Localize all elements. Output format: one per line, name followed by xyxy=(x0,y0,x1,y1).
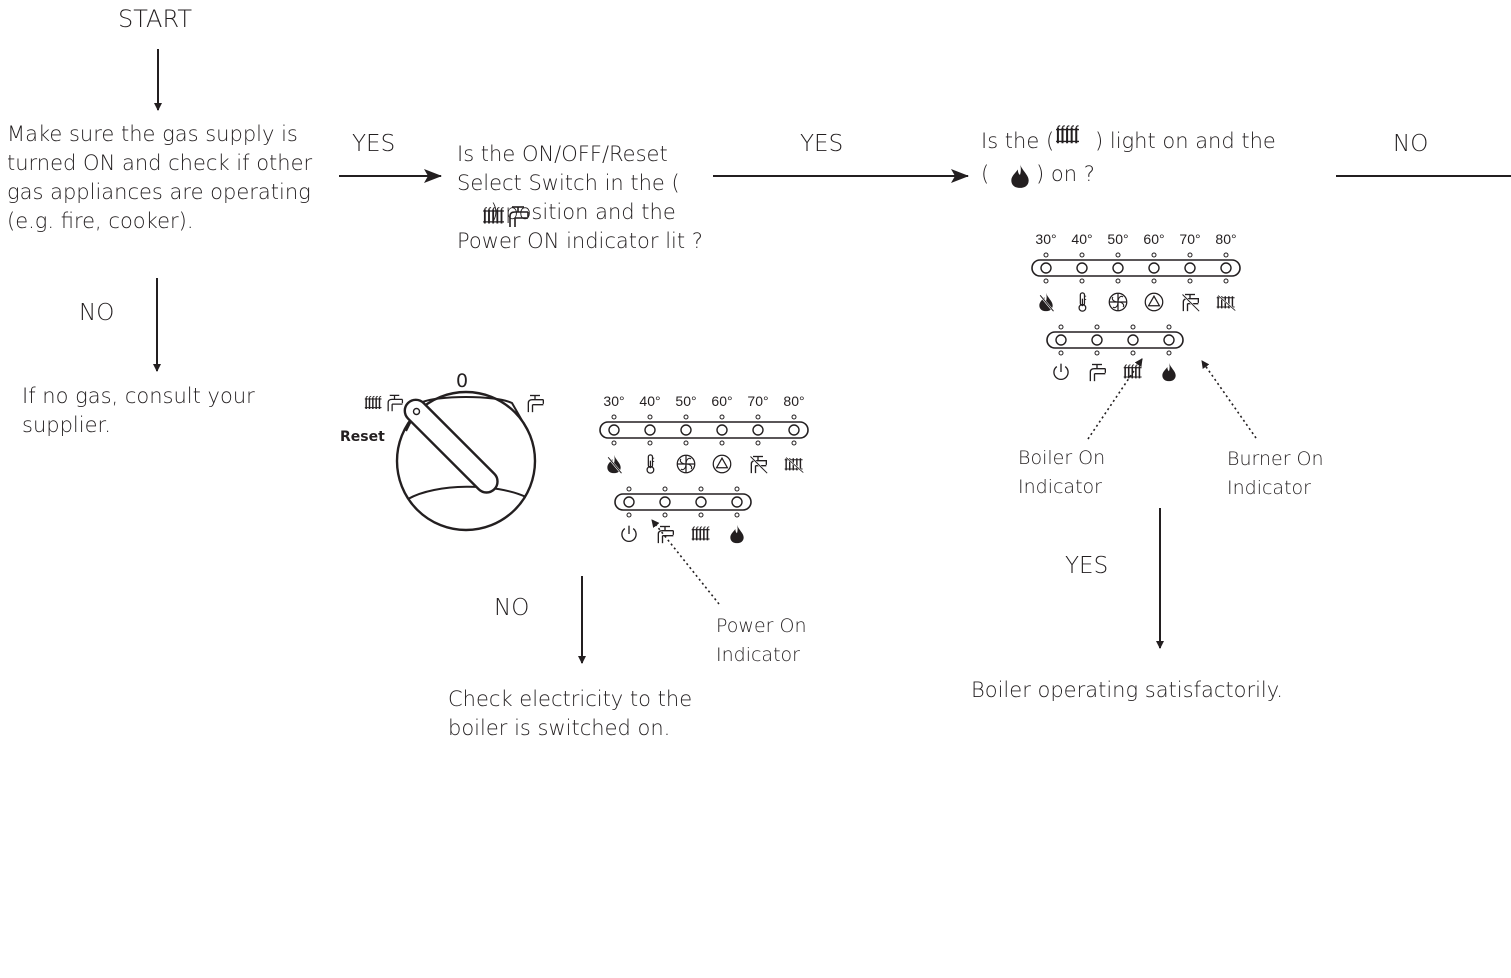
panel-right-temp-label-1: 40° xyxy=(1071,231,1092,247)
panel-center-upper-led-3 xyxy=(716,424,728,436)
callout-burner-on: Burner On Indicator xyxy=(1227,448,1324,499)
panel-right-lower-led-1 xyxy=(1091,334,1103,346)
step3-text-a: Is the ( xyxy=(981,129,1055,153)
panel-right-fan-icon xyxy=(1108,292,1128,312)
panel-center-flame-icon xyxy=(730,524,744,544)
panel-center-tap-crossed-icon xyxy=(748,454,768,474)
panel-right-upper-led-1 xyxy=(1076,262,1088,274)
callout-line-burner xyxy=(1201,360,1257,439)
panel-center-tap-icon xyxy=(657,525,674,544)
panel-center-lower-led-3 xyxy=(731,496,743,508)
flame-inline-icon-step3 xyxy=(1011,164,1029,188)
panel-right-power-icon xyxy=(1053,362,1069,381)
switch-tap-icon-right xyxy=(527,394,544,413)
panel-right-tap-crossed-icon xyxy=(1180,292,1200,312)
step3-text-d: ) on ? xyxy=(1036,162,1095,186)
panel-center-pump-icon xyxy=(712,454,732,474)
step1-text: Make sure the gas supply is turned ON an… xyxy=(7,122,313,233)
panel-center-upper-led-4 xyxy=(752,424,764,436)
panel-right-upper-led-bar xyxy=(1031,259,1241,277)
panel-center-flame-crossed-icon xyxy=(606,454,623,474)
panel-right-temp-label-0: 30° xyxy=(1035,231,1056,247)
panel-right-flame-icon xyxy=(1162,362,1176,382)
switch-tap-icon-left xyxy=(387,394,404,412)
callout-line-boiler xyxy=(1087,358,1143,440)
panel-center-radiator-icon xyxy=(691,525,711,542)
panel-center-upper-led-0 xyxy=(608,424,620,436)
panel-center-temp-label-5: 80° xyxy=(783,393,804,409)
panel-center-radiator-crossed-icon xyxy=(784,455,804,474)
panel-center-upper-led-5 xyxy=(788,424,800,436)
panel-center-temp-label-3: 60° xyxy=(711,393,732,409)
panel-right-lower-led-2 xyxy=(1127,334,1139,346)
step3-text-b: ) light on and the xyxy=(1095,129,1276,153)
step2-no-result: Check electricity to the boiler is switc… xyxy=(448,687,693,740)
step1-yes-label: YES xyxy=(352,131,396,157)
callout-power-on: Power On Indicator xyxy=(716,615,807,666)
panel-right-temp-label-4: 70° xyxy=(1179,231,1200,247)
panel-right-thermometer-icon xyxy=(1078,292,1087,312)
panel-center-temp-label-4: 70° xyxy=(747,393,768,409)
panel-right-pump-icon xyxy=(1144,292,1164,312)
panel-center-upper-led-1 xyxy=(644,424,656,436)
panel-center-lower-led-1 xyxy=(659,496,671,508)
indicator-panel-center: 30° 40° 50° 60° 70° 80° xyxy=(599,393,809,544)
panel-center-thermometer-icon xyxy=(646,454,655,474)
callout-line-power xyxy=(651,519,720,605)
panel-center-power-icon xyxy=(621,525,637,543)
indicator-panel-right: 30° 40° 50° 60° 70° 80° xyxy=(1031,231,1241,382)
switch-radiator-tap-icon xyxy=(364,395,383,410)
switch-reset-label: Reset xyxy=(340,429,385,445)
panel-right-temp-label-5: 80° xyxy=(1215,231,1236,247)
step1-no-label: NO xyxy=(79,300,115,326)
step2-no-label: NO xyxy=(494,595,530,621)
step3-yes-result: Boiler operating satisfactorily. xyxy=(971,678,1283,702)
panel-center-upper-led-bar xyxy=(599,421,809,439)
panel-center-upper-led-2 xyxy=(680,424,692,436)
step1-no-result: If no gas, consult your supplier. xyxy=(22,384,255,437)
panel-center-lower-led-bar xyxy=(614,493,752,511)
panel-right-upper-led-2 xyxy=(1112,262,1124,274)
flow-arrows xyxy=(153,49,1511,664)
step3-no-label: NO xyxy=(1393,131,1429,157)
panel-right-upper-led-3 xyxy=(1148,262,1160,274)
panel-center-temp-label-1: 40° xyxy=(639,393,660,409)
panel-right-lower-led-3 xyxy=(1163,334,1175,346)
start-label: START xyxy=(118,5,193,33)
panel-right-lower-led-0 xyxy=(1055,334,1067,346)
panel-right-upper-led-0 xyxy=(1040,262,1052,274)
radiator-inline-icon-step3 xyxy=(1055,124,1081,145)
step3-text-c: ( xyxy=(981,162,990,186)
panel-center-lower-led-2 xyxy=(695,496,707,508)
panel-right-radiator-crossed-icon xyxy=(1216,293,1236,312)
panel-right-lower-led-bar xyxy=(1046,331,1184,349)
step3-yes-label: YES xyxy=(1065,553,1109,579)
panel-center-temp-label-0: 30° xyxy=(603,393,624,409)
panel-right-tap-icon xyxy=(1089,363,1107,382)
step2-text: Is the ON/OFF/Reset Select Switch in the… xyxy=(457,142,703,253)
panel-right-upper-led-4 xyxy=(1184,262,1196,274)
selector-switch xyxy=(395,390,537,532)
panel-center-temp-label-2: 50° xyxy=(675,393,696,409)
panel-right-upper-led-5 xyxy=(1220,262,1232,274)
step2-yes-label: YES xyxy=(800,131,844,157)
panel-right-temp-label-3: 60° xyxy=(1143,231,1164,247)
callout-boiler-on: Boiler On Indicator xyxy=(1018,447,1106,498)
panel-center-fan-icon xyxy=(676,454,696,474)
panel-right-temp-label-2: 50° xyxy=(1107,231,1128,247)
panel-center-lower-led-0 xyxy=(623,496,635,508)
callout-lines xyxy=(651,358,1257,605)
panel-right-flame-crossed-icon xyxy=(1038,292,1055,312)
switch-zero-label: 0 xyxy=(456,370,469,392)
